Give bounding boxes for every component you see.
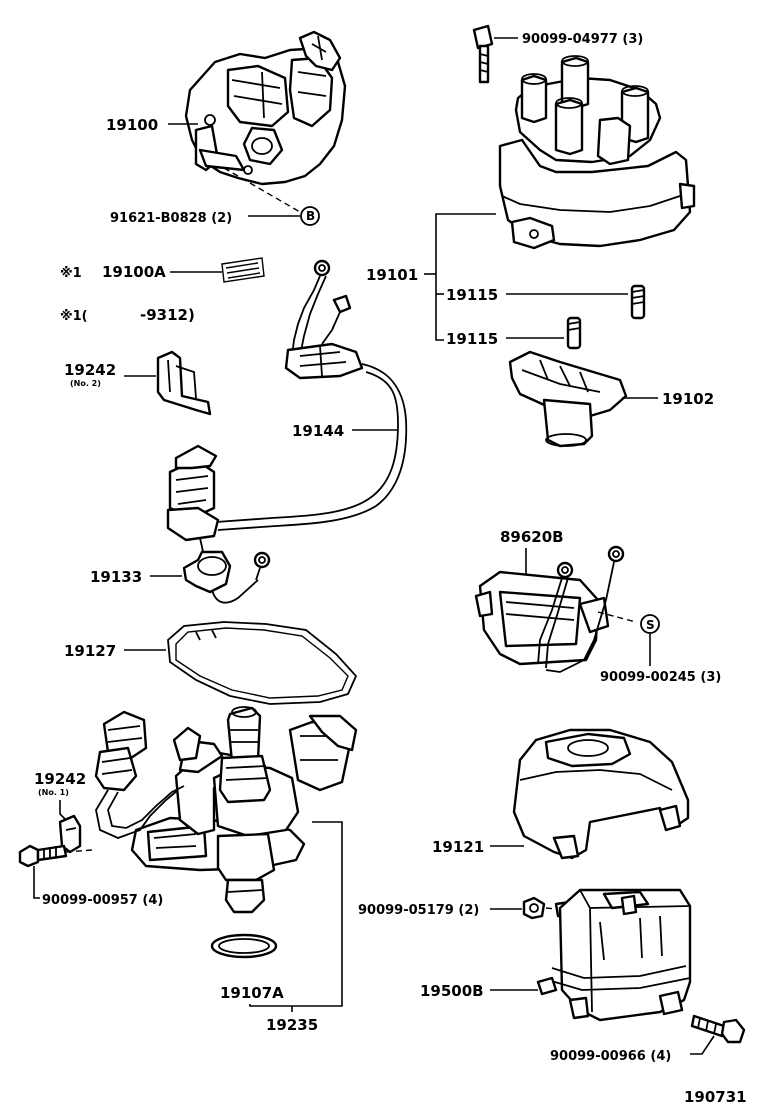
wire-harness-label: 19144: [292, 422, 344, 440]
distributor-assembly-drawing: 19100: [106, 30, 347, 213]
igniter-drawing: 89620B S 90099-00245 (3): [474, 528, 721, 685]
o-ring-drawing: 19107A: [210, 933, 284, 1002]
clamp-no2-sub: (No. 2): [70, 379, 101, 388]
bolt-coil-label: 90099-00966 (4): [550, 1049, 671, 1064]
brush-lower-drawing: [566, 316, 582, 350]
figure-number: 190731: [684, 1088, 747, 1106]
clamp-no1-label: 19242: [34, 770, 86, 788]
igniter-label: 89620B: [500, 528, 564, 546]
cap-bolt: 90099-04977 (3): [472, 24, 643, 84]
wire-harness-drawing: 19144: [166, 259, 408, 561]
housing-label: 19235: [266, 1016, 318, 1034]
brush-upper-label: 19115: [446, 286, 498, 304]
marker-s-circle: [640, 614, 660, 634]
coil-nut: 90099-05179 (2): [358, 896, 574, 920]
marker-b-circle: [300, 206, 320, 226]
housing-connector-drawing: [94, 710, 185, 839]
clamp-no2-drawing: [156, 350, 212, 416]
distributor-cap-drawing: [498, 55, 696, 250]
coil-cover-drawing: 19121: [432, 728, 690, 860]
cap-label: 19101: [366, 266, 418, 284]
brush-upper-drawing: [630, 284, 646, 320]
condenser-drawing: 19133: [90, 550, 271, 604]
cap-leader-bracket: 19101 19115 19115: [366, 213, 628, 348]
rotor-label: 19102: [662, 390, 714, 408]
coil-cover-label: 19121: [432, 838, 484, 856]
nut-coil-label: 90099-05179 (2): [358, 903, 479, 918]
o-ring-label: 19107A: [220, 984, 284, 1002]
ignition-coil-label: 19500B: [420, 982, 484, 1000]
rotor-drawing: 19102: [508, 350, 714, 448]
note-mark-2: ※1(: [60, 309, 88, 324]
marker-b: B: [306, 209, 315, 223]
marker-s: S: [646, 618, 655, 632]
distributor-assy-label: 19100: [106, 116, 158, 134]
gasket-drawing: 19127: [64, 621, 358, 705]
gasket-label: 19127: [64, 642, 116, 660]
condenser-label: 19133: [90, 568, 142, 586]
bolt-housing-label: 90099-00957 (4): [42, 893, 163, 908]
ignition-coil-drawing: 19500B: [420, 888, 692, 1022]
note-rows: ※1 19100A ※1( -9312): [60, 257, 265, 324]
clamp-no1: 19242 (No. 1): [34, 770, 86, 854]
coil-bolt: 90099-00966 (4): [550, 1014, 746, 1064]
brush-lower-label: 19115: [446, 330, 498, 348]
clamp-no2-label: 19242: [64, 361, 116, 379]
bolt-91621-callout: 91621-B0828 (2) B: [110, 206, 320, 226]
note-range-end: -9312): [140, 306, 195, 324]
clamp-no1-sub: (No. 1): [38, 788, 69, 797]
housing-leader: 19235: [249, 821, 343, 1034]
note-mark-1: ※1: [60, 266, 82, 281]
bolt-91621-label: 91621-B0828 (2): [110, 211, 232, 226]
bolt-cap-top-label: 90099-04977 (3): [522, 32, 643, 47]
housing-bolt: 90099-00957 (4): [18, 844, 163, 908]
housing-drawing: [130, 706, 358, 914]
clamp-no2: 19242 (No. 2): [64, 350, 212, 416]
label-plate-label: 19100A: [102, 263, 166, 281]
igniter-screw-label: 90099-00245 (3): [600, 670, 721, 685]
